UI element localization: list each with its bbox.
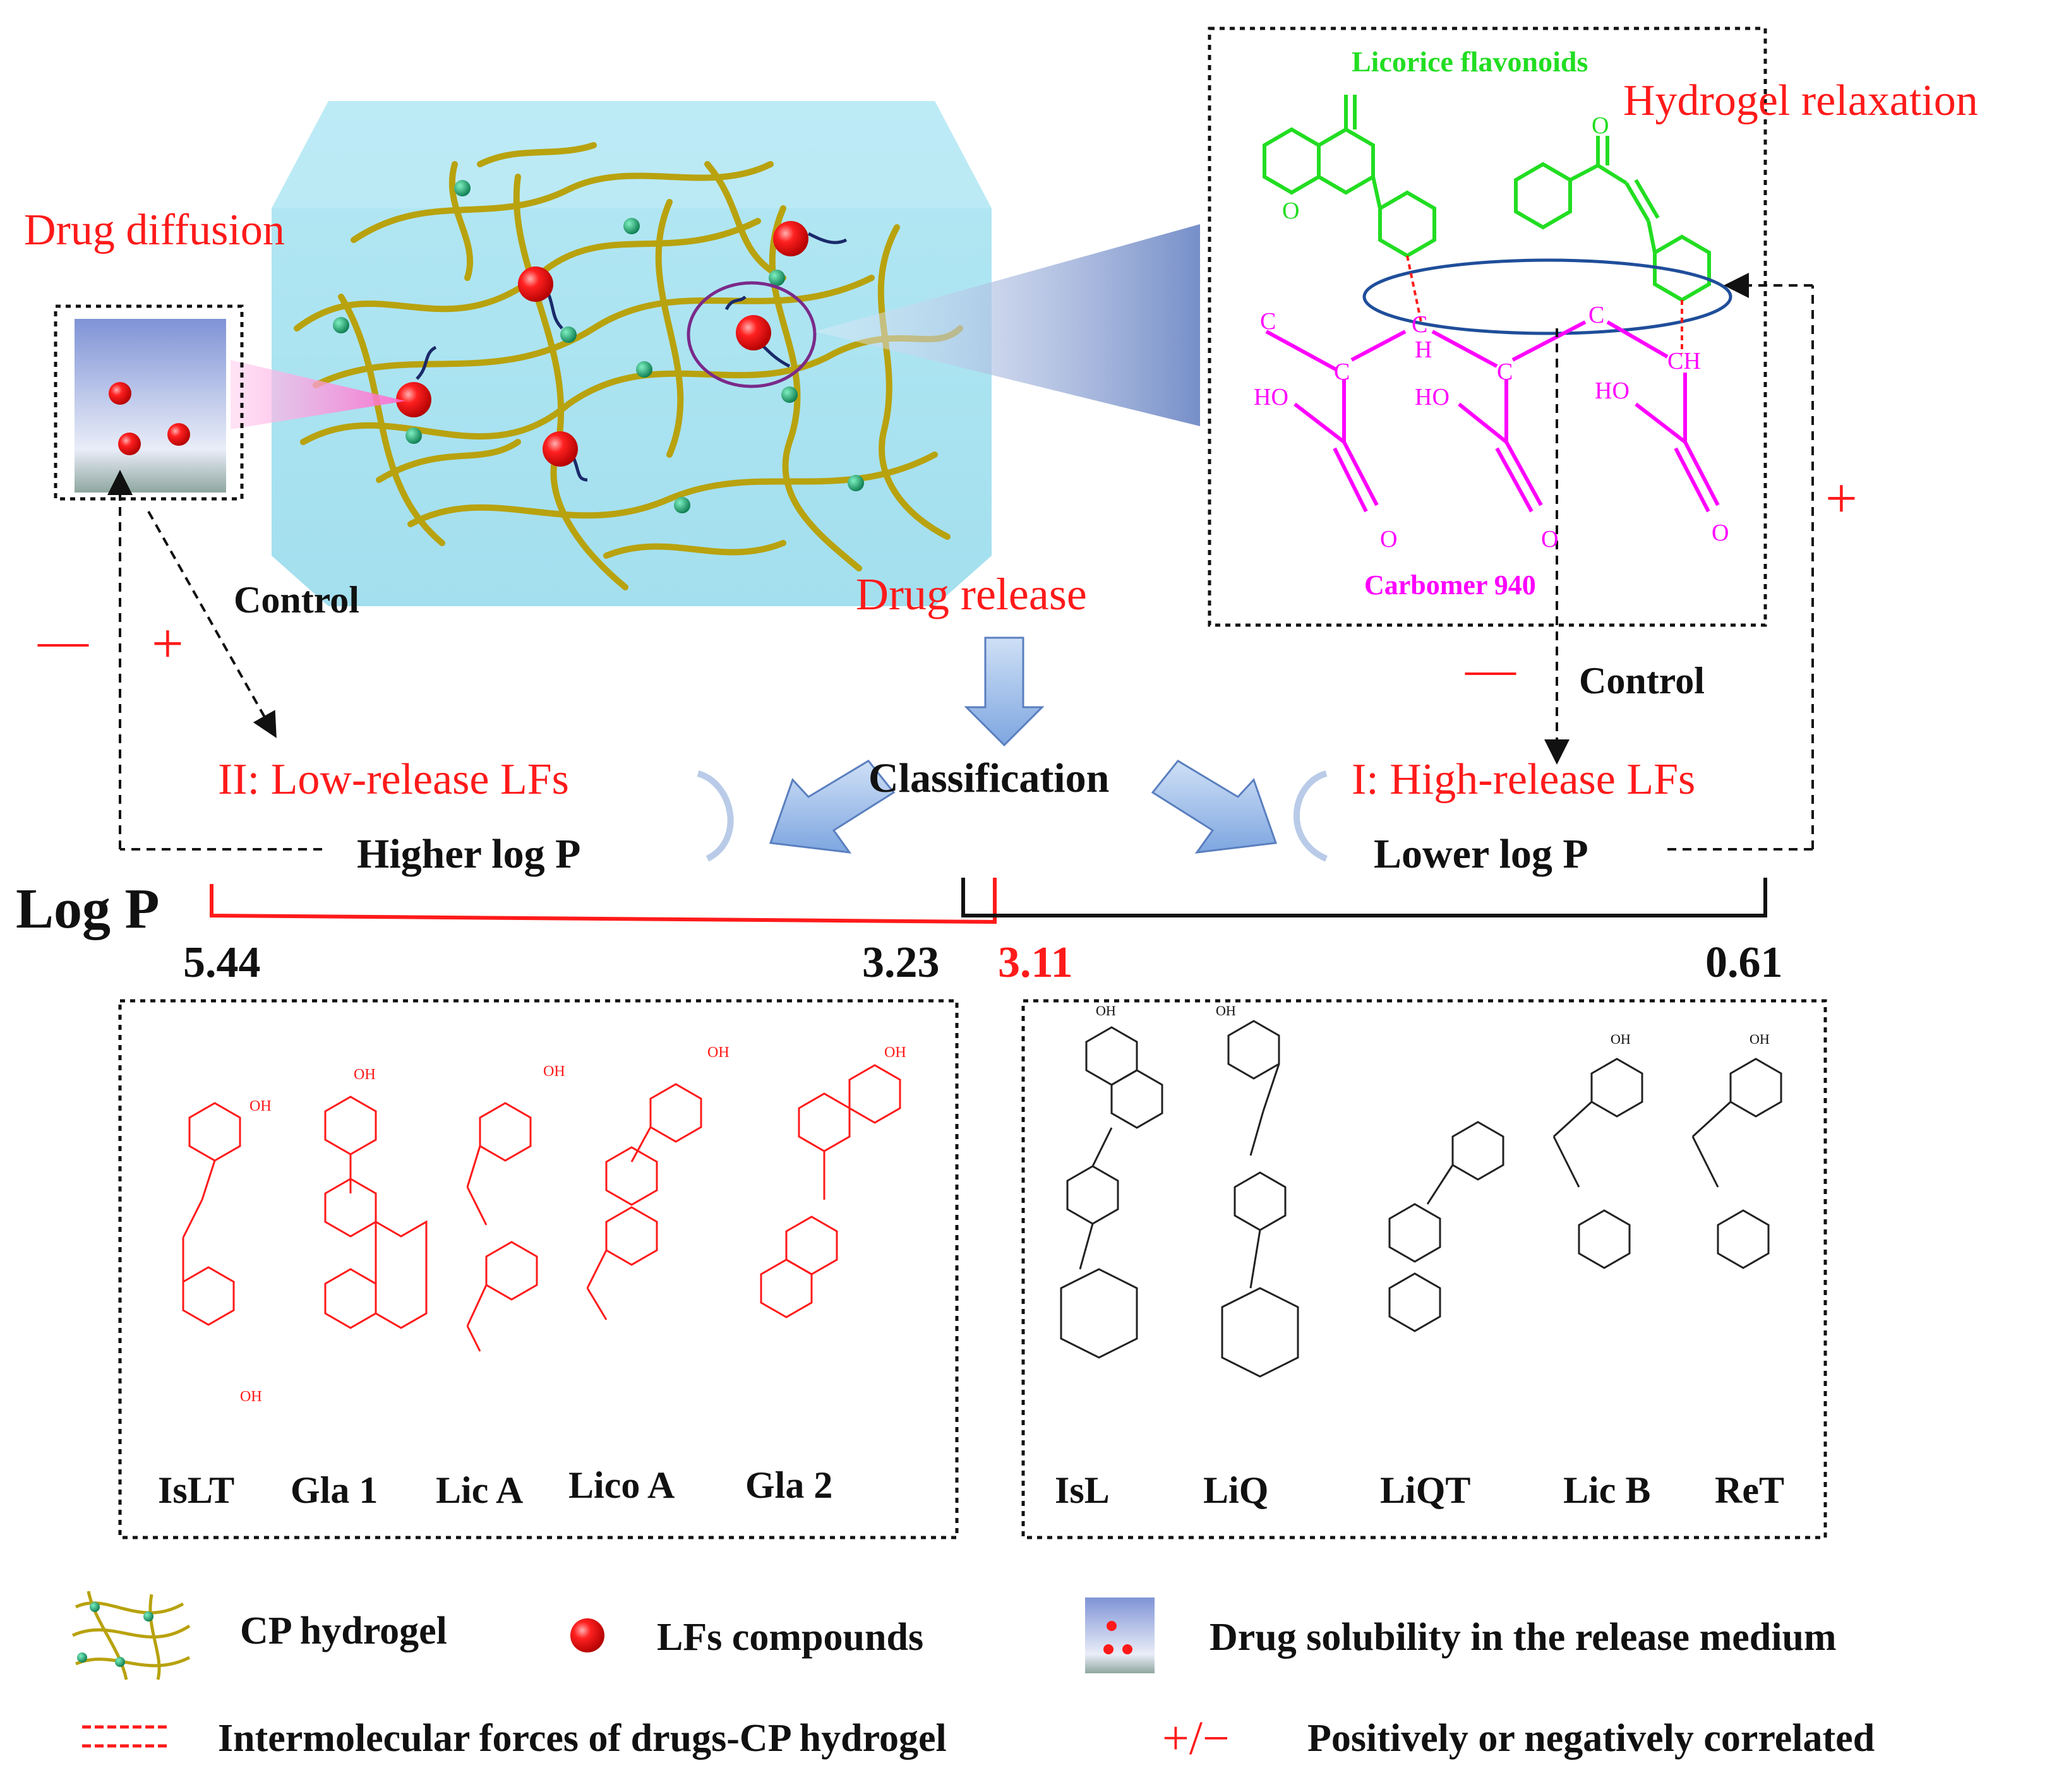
atom-ho-1: HO: [1254, 384, 1288, 410]
classify-left-arrow: [769, 760, 896, 854]
oh-lica: OH: [543, 1063, 565, 1080]
zoom-beam: [815, 224, 1200, 426]
legend-hydrogel-icon: [71, 1591, 191, 1680]
drug-release-label: Drug release: [856, 569, 1087, 619]
logp-split-low: 3.11: [998, 938, 1073, 987]
drug-diffusion-label: Drug diffusion: [24, 206, 285, 254]
licorice-flavonoids-label: Licorice flavonoids: [1352, 45, 1588, 78]
hydrogel-relaxation-label: Hydrogel relaxation: [1623, 76, 1978, 125]
atom-o-1: O: [1380, 526, 1398, 553]
high-release-structures: [1060, 1020, 1782, 1378]
control-right-label: Control: [1579, 660, 1705, 702]
high-release-box: [1021, 999, 1827, 1539]
atom-c-1: C: [1260, 308, 1276, 335]
compound-isl: IsL: [1055, 1469, 1110, 1511]
oh-licb: OH: [1611, 1031, 1631, 1047]
minus-left: —: [38, 613, 88, 669]
legend-forces: Intermolecular forces of drugs-CP hydrog…: [218, 1717, 947, 1760]
legend-forces-icon: [82, 1725, 167, 1748]
oh-liq: OH: [1216, 1003, 1236, 1018]
low-release-label: II: Low-release LFs: [218, 755, 569, 804]
mechanism-box: [1208, 27, 1767, 627]
legend-cp-hydrogel: CP hydrogel: [240, 1610, 447, 1652]
carbomer-structure: [1265, 320, 1720, 513]
atom-h: H: [1415, 337, 1432, 363]
oh-gla1: OH: [354, 1066, 376, 1083]
flavonoid-structures: [1263, 95, 1711, 302]
compound-lica: Lic A: [436, 1469, 524, 1511]
hydrogen-bonds: [1406, 255, 1683, 354]
lower-logp-label: Lower log P: [1374, 831, 1588, 877]
classify-right-arrow: [1151, 760, 1278, 854]
classification-label: Classification: [868, 755, 1110, 801]
atom-c-4: C: [1497, 359, 1513, 385]
low-release-box: [118, 999, 959, 1539]
atom-o-ketone: O: [1592, 112, 1609, 139]
minus-right: —: [1465, 642, 1516, 697]
plus-left: +: [152, 612, 184, 675]
atom-c-5: C: [1588, 302, 1605, 328]
legend-plusminus: +/−: [1162, 1712, 1230, 1765]
logp-scale: [210, 878, 1767, 924]
plus-right: +: [1825, 467, 1858, 530]
oh-islt-bottom: OH: [240, 1389, 262, 1405]
legend-correlation: Positively or negatively correlated: [1307, 1717, 1875, 1760]
atom-ho-2: HO: [1415, 384, 1450, 410]
oh-ret: OH: [1750, 1031, 1770, 1047]
atom-ch: CH: [1667, 348, 1701, 374]
legend-solubility: Drug solubility in the release medium: [1210, 1616, 1837, 1659]
atom-c-2: C: [1334, 359, 1350, 385]
atom-o-2: O: [1541, 526, 1559, 553]
compound-ret: ReT: [1715, 1469, 1784, 1511]
diffusion-beam: [231, 360, 405, 429]
compound-liqt: LiQT: [1380, 1469, 1471, 1511]
release-medium-box: [54, 304, 244, 501]
block-arrows: [769, 636, 1278, 854]
drug-balls: [396, 221, 808, 467]
low-release-structures: [182, 1064, 901, 1352]
compound-licoa: Lico A: [568, 1464, 675, 1506]
logp-axis-label: Log P: [16, 878, 160, 940]
release-down-arrow: [964, 636, 1045, 747]
oh-licoa: OH: [707, 1044, 729, 1061]
high-release-label: I: High-release LFs: [1352, 755, 1696, 804]
compound-gla2: Gla 2: [745, 1464, 833, 1506]
logp-max: 5.44: [183, 938, 261, 987]
oh-isl: OH: [1096, 1003, 1116, 1018]
control-left-label: Control: [234, 579, 359, 621]
legend-solubility-icon: [1085, 1598, 1155, 1673]
higher-logp-label: Higher log P: [357, 831, 581, 877]
atom-ho-3: HO: [1595, 378, 1630, 404]
atom-o-3: O: [1712, 520, 1729, 546]
atom-o-ring: O: [1282, 198, 1300, 224]
legend-lfs-ball: [570, 1618, 604, 1652]
crosslink-nodes: [333, 180, 864, 513]
compound-islt: IsLT: [158, 1469, 235, 1511]
compound-gla1: Gla 1: [291, 1469, 378, 1511]
compound-liq: LiQ: [1203, 1469, 1269, 1511]
oh-gla2: OH: [884, 1044, 906, 1061]
legend-lfs-compounds: LFs compounds: [657, 1616, 924, 1659]
control-arrows: [107, 273, 1814, 851]
logp-split-high: 3.23: [862, 938, 940, 987]
highlight-ellipse: [687, 281, 817, 388]
oh-islt-top: OH: [249, 1098, 272, 1114]
carbomer-label: Carbomer 940: [1364, 570, 1536, 600]
logp-min: 0.61: [1705, 938, 1783, 987]
compound-licb: Lic B: [1563, 1469, 1651, 1511]
curved-arrows: [697, 770, 1328, 862]
atom-c-3: C: [1412, 311, 1428, 338]
legend-hydrogel-nodes: [77, 1602, 153, 1667]
